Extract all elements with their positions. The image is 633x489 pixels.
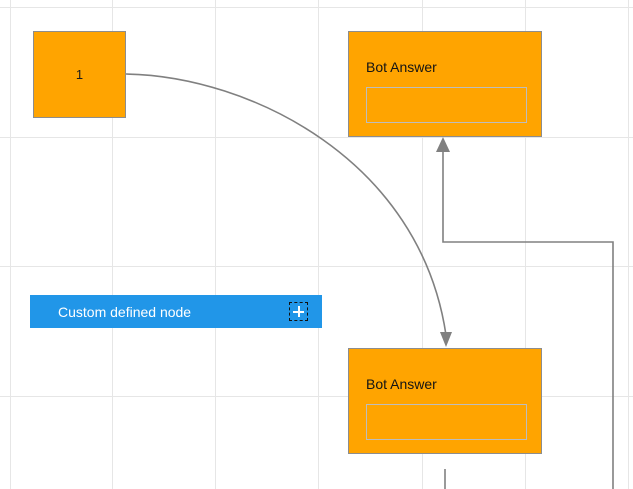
node-content-slot[interactable] bbox=[366, 404, 527, 440]
grid-line-vertical bbox=[10, 0, 11, 489]
grid-line-horizontal bbox=[0, 137, 633, 138]
grid-line-vertical bbox=[215, 0, 216, 489]
grid-line-horizontal bbox=[0, 7, 633, 8]
node-start-label: 1 bbox=[75, 67, 84, 82]
arrowhead-down-icon bbox=[440, 332, 452, 347]
arrowhead-up-icon bbox=[436, 137, 450, 152]
grid-line-horizontal bbox=[0, 266, 633, 267]
node-bot-answer-bottom[interactable]: Bot Answer bbox=[348, 348, 542, 454]
node-title: Bot Answer bbox=[366, 59, 437, 75]
custom-defined-node-label: Custom defined node bbox=[58, 303, 192, 320]
node-title: Bot Answer bbox=[366, 376, 437, 392]
grid-line-horizontal bbox=[0, 396, 633, 397]
node-content-slot[interactable] bbox=[366, 87, 527, 123]
plus-icon[interactable] bbox=[289, 302, 308, 321]
node-bot-answer-top[interactable]: Bot Answer bbox=[348, 31, 542, 137]
grid-line-vertical bbox=[628, 0, 629, 489]
grid-line-vertical bbox=[318, 0, 319, 489]
grid-line-vertical bbox=[112, 0, 113, 489]
custom-defined-node-item[interactable]: Custom defined node bbox=[30, 295, 322, 328]
node-start[interactable]: 1 bbox=[33, 31, 126, 118]
